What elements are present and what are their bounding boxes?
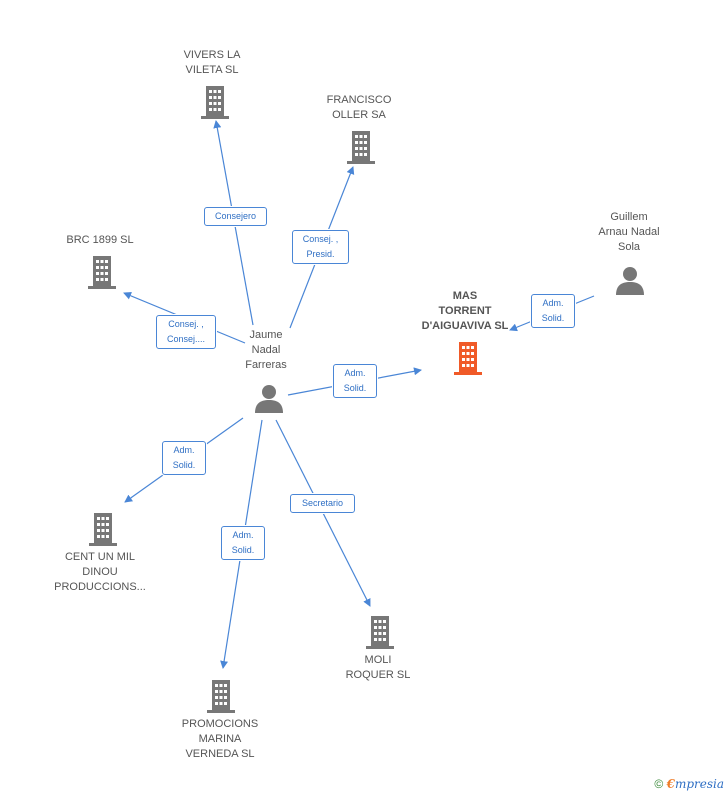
node-moli[interactable]: MOLI ROQUER SL — [333, 653, 423, 683]
edge-label-brc[interactable]: Consej. , Consej.... — [156, 315, 216, 349]
building-icon[interactable] — [87, 255, 117, 289]
node-brc[interactable]: BRC 1899 SL — [50, 233, 150, 248]
footer-brand: © €mpresia — [654, 777, 724, 791]
edge-label-mas[interactable]: Adm. Solid. — [333, 364, 377, 398]
node-guillem[interactable]: Guillem Arnau Nadal Sola — [584, 210, 674, 255]
building-icon[interactable] — [200, 85, 230, 119]
node-francisco[interactable]: FRANCISCO OLLER SA — [312, 93, 406, 123]
node-label: BRC 1899 SL — [66, 234, 134, 246]
node-promocions[interactable]: PROMOCIONS MARINA VERNEDA SL — [168, 717, 272, 762]
building-icon[interactable] — [346, 130, 376, 164]
person-icon[interactable] — [615, 266, 645, 296]
node-label: CENT UN MIL DINOU PRODUCCIONS... — [54, 551, 146, 593]
node-cent[interactable]: CENT UN MIL DINOU PRODUCCIONS... — [45, 550, 155, 595]
node-label: Jaume Nadal Farreras — [245, 329, 287, 371]
node-label: MOLI ROQUER SL — [345, 654, 411, 681]
node-label: FRANCISCO OLLER SA — [326, 94, 392, 121]
copyright-icon: © — [654, 777, 664, 791]
edge-label-vivers[interactable]: Consejero — [204, 207, 267, 226]
node-mas[interactable]: MAS TORRENT D'AIGUAVIVA SL — [405, 289, 525, 334]
edge-label-guillem[interactable]: Adm. Solid. — [531, 294, 575, 328]
building-main-icon[interactable] — [453, 341, 483, 375]
person-icon[interactable] — [254, 384, 284, 414]
node-label: PROMOCIONS MARINA VERNEDA SL — [181, 718, 259, 760]
edge-label-cent[interactable]: Adm. Solid. — [162, 441, 206, 475]
node-label: VIVERS LA VILETA SL — [183, 49, 241, 76]
edge-label-francisco[interactable]: Consej. , Presid. — [292, 230, 349, 264]
building-icon[interactable] — [206, 679, 236, 713]
node-vivers[interactable]: VIVERS LA VILETA SL — [166, 48, 258, 78]
edge-label-moli[interactable]: Secretario — [290, 494, 355, 513]
building-icon[interactable] — [88, 512, 118, 546]
edge-line-moli — [275, 419, 371, 607]
building-icon[interactable] — [365, 615, 395, 649]
edge-label-promocions[interactable]: Adm. Solid. — [221, 526, 265, 560]
brand-logo: €mpresia — [666, 777, 724, 791]
node-jaume[interactable]: Jaume Nadal Farreras — [226, 328, 306, 373]
node-label: MAS TORRENT D'AIGUAVIVA SL — [421, 290, 509, 332]
node-label: Guillem Arnau Nadal Sola — [598, 211, 660, 253]
